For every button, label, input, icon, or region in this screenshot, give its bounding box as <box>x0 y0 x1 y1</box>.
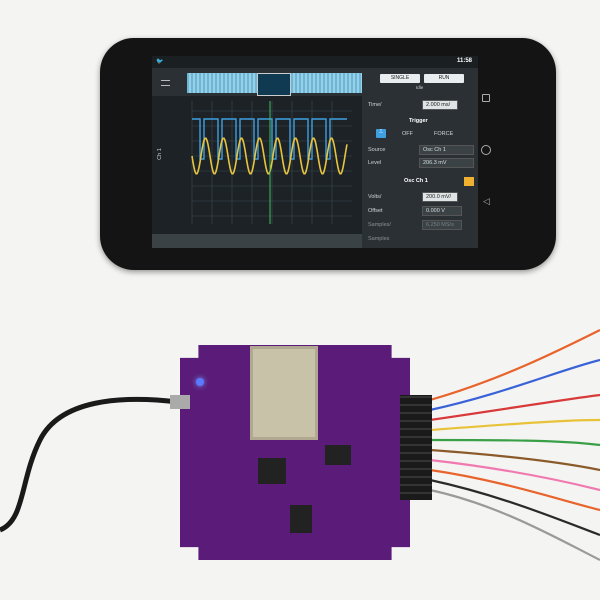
level-label: Level <box>368 160 382 166</box>
clock: 11:58 <box>456 58 472 64</box>
volts-label: Volts/ <box>368 194 382 200</box>
twitter-icon: 🐦 <box>156 59 164 65</box>
control-panel: Time/ 2.000 ms/ Trigger ⎍ OFF FORCE Sour… <box>364 96 478 248</box>
oscilloscope-app-screen: 🐦 11:58 SINGLE RUN Idle Ch 1 Time/ 2.000… <box>152 56 478 248</box>
menu-icon[interactable] <box>161 80 170 86</box>
chip <box>290 505 312 533</box>
bottom-toolbar <box>152 234 362 248</box>
offset-field[interactable]: 0.000 V <box>422 206 462 216</box>
pin-header <box>400 395 432 500</box>
source-label: Source <box>368 147 386 153</box>
home-button <box>482 94 490 102</box>
channel-header: Osc Ch 1 <box>404 178 428 184</box>
status-led <box>196 378 204 386</box>
trigger-header: Trigger <box>409 118 428 124</box>
offset-label: Offset <box>368 208 383 214</box>
usb-connector <box>170 395 190 409</box>
chip <box>325 445 351 465</box>
channel-color-toggle[interactable] <box>464 177 474 186</box>
samples-label: Samples <box>368 236 390 242</box>
waveform-overview[interactable] <box>187 73 362 96</box>
time-label: Time/ <box>368 102 382 108</box>
status-bar: 🐦 11:58 <box>152 56 478 68</box>
trigger-off-button[interactable]: OFF <box>402 131 413 137</box>
plot-area: Ch 1 <box>152 96 362 234</box>
rising-edge-button[interactable]: ⎍ <box>376 129 386 138</box>
volts-field[interactable]: 200.0 mV/ <box>422 192 458 202</box>
jumper-wires <box>429 329 600 561</box>
source-select[interactable]: Osc Ch 1 <box>419 145 474 155</box>
samplerate-field: 6.250 MS/s <box>422 220 462 230</box>
run-button[interactable]: RUN <box>424 74 464 83</box>
samplerate-label: Samples/ <box>368 222 391 228</box>
time-field[interactable]: 2.000 ms/ <box>422 100 458 110</box>
wifi-module <box>250 346 318 440</box>
usb-cable <box>0 396 179 533</box>
level-field[interactable]: 206.3 mV <box>419 158 474 168</box>
run-state: Idle <box>416 85 424 90</box>
waveform-plot <box>191 101 352 224</box>
back-button: ◁ <box>483 196 490 206</box>
home-circle-button <box>481 145 491 155</box>
microcontroller-chip <box>258 458 286 484</box>
force-button[interactable]: FORCE <box>434 131 454 137</box>
single-button[interactable]: SINGLE <box>380 74 420 83</box>
